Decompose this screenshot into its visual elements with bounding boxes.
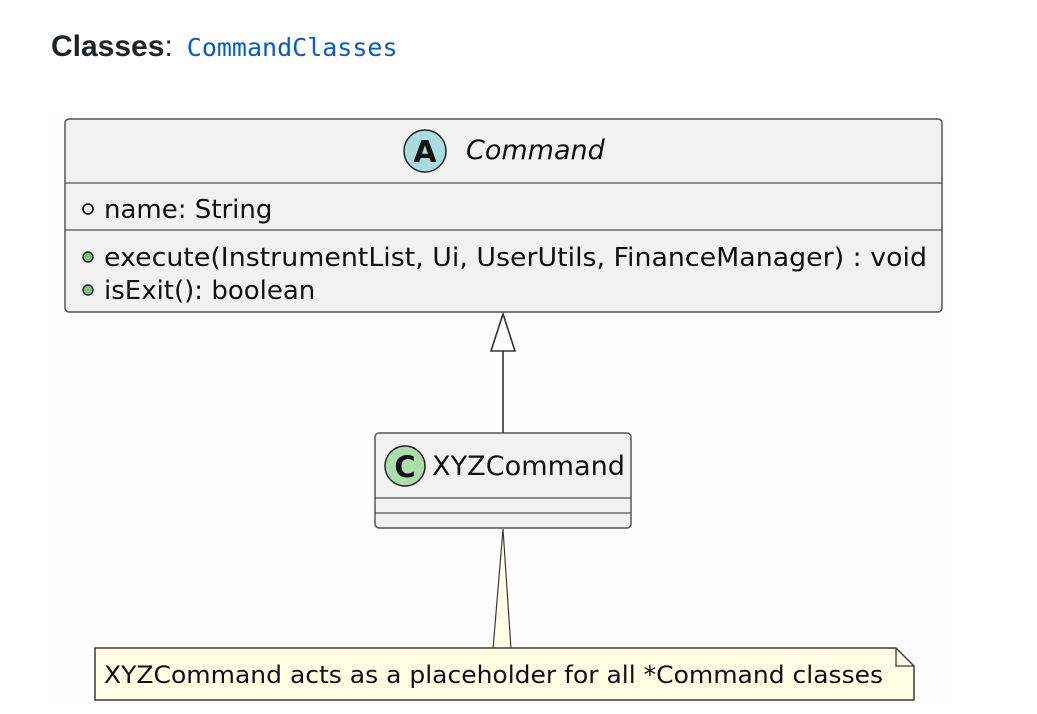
note-box xyxy=(94,647,915,701)
command-class-name: Command xyxy=(466,135,606,166)
note-text: XYZCommand acts as a placeholder for all… xyxy=(104,661,883,689)
public-field-bullet-icon xyxy=(82,203,94,215)
abstract-badge-icon: A xyxy=(403,129,447,173)
class-badge-letter: C xyxy=(394,450,415,484)
uml-class-diagram: A Command name: String execute(Instrumen… xyxy=(48,108,953,709)
note-connector xyxy=(492,528,512,650)
public-method-bullet-icon xyxy=(82,284,94,296)
xyzcommand-class: C XYZCommand xyxy=(374,432,632,529)
command-field-name: name: String xyxy=(104,195,272,225)
inheritance-arrow xyxy=(489,311,517,433)
inheritance-triangle-icon xyxy=(489,311,517,352)
command-classes-link[interactable]: CommandClasses xyxy=(186,33,398,62)
section-heading: Classes: CommandClasses xyxy=(51,30,398,64)
abstract-badge-letter: A xyxy=(413,135,437,170)
command-method-execute: execute(InstrumentList, Ui, UserUtils, F… xyxy=(104,243,927,273)
command-class-box xyxy=(64,118,943,313)
xyzcommand-class-box xyxy=(374,432,632,529)
public-method-bullet-icon xyxy=(82,251,94,263)
class-badge-icon: C xyxy=(384,445,426,487)
xyzcommand-class-name: XYZCommand xyxy=(432,451,625,482)
heading-label: Classes: xyxy=(51,30,173,63)
command-method-isexit: isExit(): boolean xyxy=(104,276,315,306)
note-folded-corner xyxy=(895,648,914,667)
command-abstract-class: A Command name: String execute(Instrumen… xyxy=(64,118,943,313)
placeholder-note: XYZCommand acts as a placeholder for all… xyxy=(94,647,915,701)
